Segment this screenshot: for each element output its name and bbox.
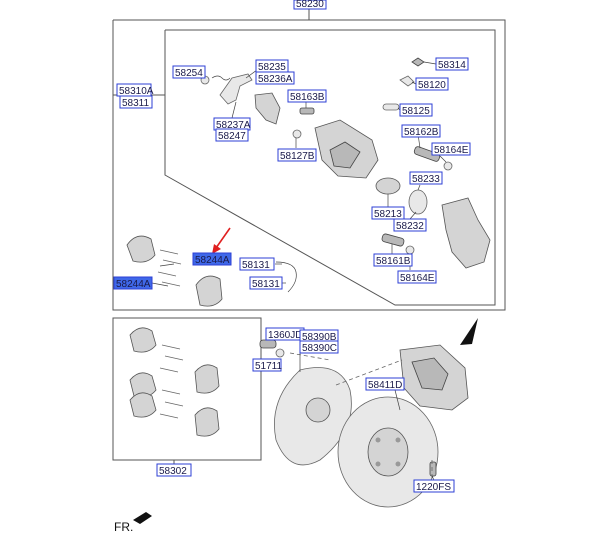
bolt-58163B <box>299 107 315 115</box>
fr-text: FR. <box>114 520 133 534</box>
pad-kit-parts <box>129 327 220 437</box>
label-58254-text: 58254 <box>175 68 203 79</box>
fr-arrow-icon <box>133 512 152 524</box>
label-58235[interactable]: 58235 <box>255 59 289 73</box>
label-58302-text: 58302 <box>159 466 187 477</box>
label-58247[interactable]: 58247 <box>215 128 249 142</box>
label-58314[interactable]: 58314 <box>435 57 469 71</box>
bleeder-58127B <box>292 129 302 139</box>
brake-disc <box>337 396 439 508</box>
label-58161B[interactable]: 58161B <box>373 253 413 267</box>
label-58310A[interactable]: 58310A <box>116 83 154 97</box>
label-51711[interactable]: 51711 <box>252 358 283 372</box>
label-58390C[interactable]: 58390C <box>299 340 339 354</box>
label-58314-text: 58314 <box>438 60 466 71</box>
caliper-assembly-58411D <box>399 318 478 411</box>
label-1360JD-text: 1360JD <box>268 330 302 341</box>
label-58311-text: 58311 <box>122 98 150 109</box>
label-58235-text: 58235 <box>258 62 286 73</box>
label-58127B[interactable]: 58127B <box>277 148 317 162</box>
carrier-58232 <box>441 197 491 269</box>
dust-shield-58390B <box>274 367 352 466</box>
label-58161B-text: 58161B <box>376 256 411 267</box>
label-51711-text: 51711 <box>255 361 283 372</box>
pin-58164E-bottom <box>405 245 415 255</box>
indicator-arrow <box>212 227 231 254</box>
label-58120-text: 58120 <box>418 80 446 91</box>
label-58247-text: 58247 <box>218 131 246 142</box>
label-58233[interactable]: 58233 <box>409 171 443 185</box>
guide-58125 <box>382 103 400 111</box>
bolt-1360JD <box>259 339 277 349</box>
screw-1220FS <box>429 461 437 477</box>
label-58162B[interactable]: 58162B <box>401 124 441 138</box>
label-58162B-text: 58162B <box>404 127 439 138</box>
label-58232[interactable]: 58232 <box>393 218 427 232</box>
label-58131-bottom-text: 58131 <box>252 279 280 290</box>
label-58164E-bottom-text: 58164E <box>400 273 435 284</box>
pads-upper <box>126 235 223 307</box>
wear-sensor-58131 <box>275 261 297 293</box>
label-58244A-left[interactable]: 58244A <box>113 276 153 290</box>
label-58164E-top[interactable]: 58164E <box>431 142 471 156</box>
front-direction-marker: FR. <box>114 512 152 534</box>
label-58230-text: 58230 <box>296 0 324 10</box>
label-58411D[interactable]: 58411D <box>365 377 405 391</box>
bracket-58236A <box>219 73 253 105</box>
label-58310A-text: 58310A <box>119 86 154 97</box>
label-58244A-left-text: 58244A <box>116 279 151 290</box>
cap-58314 <box>411 57 425 67</box>
label-58237A-text: 58237A <box>216 120 251 131</box>
label-58131-bottom[interactable]: 58131 <box>249 276 283 290</box>
label-1220FS-text: 1220FS <box>416 482 451 493</box>
label-58164E-top-text: 58164E <box>434 145 469 156</box>
label-58232-text: 58232 <box>396 221 424 232</box>
label-58236A-text: 58236A <box>258 74 293 85</box>
label-58390B-text: 58390B <box>302 332 337 343</box>
label-58131-top[interactable]: 58131 <box>239 257 275 271</box>
label-58127B-text: 58127B <box>280 151 315 162</box>
pin-58164E-top <box>443 161 453 171</box>
label-58254[interactable]: 58254 <box>172 65 206 79</box>
label-1360JD[interactable]: 1360JD <box>265 327 305 341</box>
label-58311[interactable]: 58311 <box>119 95 153 109</box>
label-58411D-text: 58411D <box>368 380 402 391</box>
label-58163B-text: 58163B <box>290 92 325 103</box>
bracket-58237A <box>254 92 281 125</box>
label-58131-top-text: 58131 <box>242 260 270 271</box>
caliper-body-upper <box>314 119 379 179</box>
label-58163B[interactable]: 58163B <box>287 89 327 103</box>
label-58244A-top[interactable]: 58244A <box>192 252 232 266</box>
pin-58162B <box>413 146 441 162</box>
label-58120[interactable]: 58120 <box>415 77 449 91</box>
label-58390C-text: 58390C <box>302 343 337 354</box>
guide-lines <box>289 352 433 478</box>
label-58302[interactable]: 58302 <box>156 463 192 477</box>
label-58236A[interactable]: 58236A <box>255 71 295 85</box>
piston-58213 <box>375 177 401 195</box>
boot-58120 <box>399 75 415 87</box>
hub-bolt-51711 <box>275 348 285 358</box>
label-58164E-bottom[interactable]: 58164E <box>397 270 437 284</box>
label-58213[interactable]: 58213 <box>371 206 405 220</box>
label-58125-text: 58125 <box>402 106 430 117</box>
label-58230[interactable]: 58230 <box>293 0 327 10</box>
seal-58233 <box>408 189 428 215</box>
label-1220FS[interactable]: 1220FS <box>413 479 455 493</box>
label-58125[interactable]: 58125 <box>399 103 433 117</box>
label-58213-text: 58213 <box>374 209 402 220</box>
pin-58161B <box>381 233 405 247</box>
label-58244A-top-text: 58244A <box>195 255 230 266</box>
label-58233-text: 58233 <box>412 174 440 185</box>
